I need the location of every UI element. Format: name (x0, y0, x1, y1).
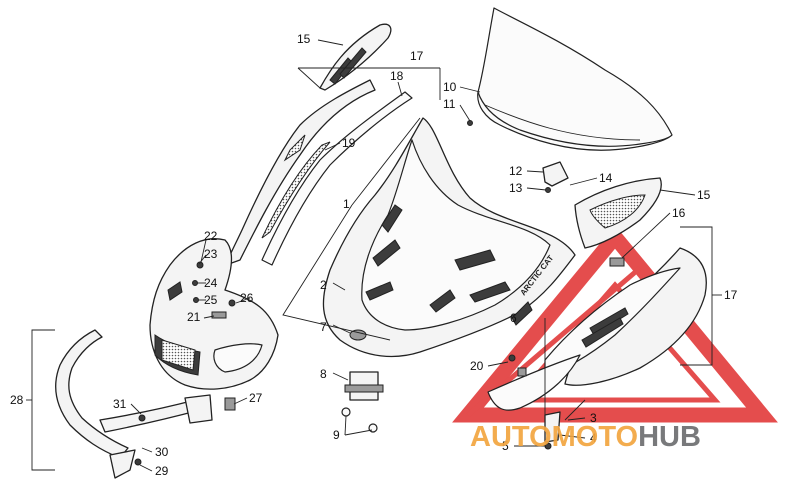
panel-screw (508, 354, 527, 377)
watermark-moto: MOTO (552, 421, 638, 453)
left-trim-strip (261, 91, 413, 266)
windshield-screw (467, 120, 473, 126)
callout-24: 24 (204, 276, 218, 290)
callout-17-right: 17 (724, 288, 738, 302)
callout-13: 13 (509, 181, 523, 195)
svg-text:AUTOMOTOHUB: AUTOMOTOHUB (470, 421, 701, 453)
watermark-hub: HUB (638, 421, 701, 453)
watermark-auto: AUTO (470, 421, 552, 453)
callout-18: 18 (390, 69, 404, 83)
callout-30: 30 (155, 445, 169, 459)
callout-17-top: 17 (410, 49, 424, 63)
callout-21: 21 (187, 310, 201, 324)
left-seal-strip (261, 141, 331, 239)
callout-labels: 15 17 18 10 11 19 12 13 14 15 1 16 22 23… (10, 32, 738, 478)
lower-bracket-right (544, 399, 586, 450)
callout-9: 9 (333, 428, 340, 442)
windshield-bracket (542, 161, 569, 193)
callout-22: 22 (204, 229, 218, 243)
callout-26: 26 (240, 291, 254, 305)
callout-27: 27 (249, 391, 263, 405)
watermark-text: AUTOMOTOHUB (470, 421, 701, 453)
callout-31: 31 (113, 397, 127, 411)
right-side-panel (544, 247, 707, 386)
callout-23: 23 (204, 247, 218, 261)
leader-lines (26, 39, 722, 472)
callout-5: 5 (502, 439, 509, 453)
hood: ARCTIC CAT (322, 117, 576, 358)
callout-15-right: 15 (697, 188, 711, 202)
callout-1: 1 (343, 197, 350, 211)
callout-28: 28 (10, 393, 24, 407)
callout-20: 20 (470, 359, 484, 373)
callout-14: 14 (599, 171, 613, 185)
nose-cone-fasteners (192, 261, 236, 411)
callout-3: 3 (590, 411, 597, 425)
callout-19: 19 (342, 136, 356, 150)
right-vent-cover (574, 177, 662, 249)
callout-15-top: 15 (297, 32, 311, 46)
callout-25: 25 (204, 293, 218, 307)
callout-11: 11 (443, 97, 456, 111)
left-vent-cover (319, 23, 392, 91)
callout-6: 6 (510, 311, 517, 325)
front-bumper (55, 329, 213, 479)
hood-hinge-bracket (341, 371, 384, 433)
callout-10: 10 (443, 80, 457, 94)
callout-2: 2 (320, 278, 327, 292)
callout-12: 12 (509, 164, 523, 178)
windshield (477, 7, 673, 151)
callout-16: 16 (672, 206, 686, 220)
right-clip (609, 257, 625, 267)
right-lower-panel (487, 354, 581, 411)
callout-7: 7 (320, 320, 327, 334)
callout-29: 29 (155, 464, 169, 478)
callout-4: 4 (590, 431, 597, 445)
hood-emblem (349, 329, 367, 341)
callout-8: 8 (320, 367, 327, 381)
